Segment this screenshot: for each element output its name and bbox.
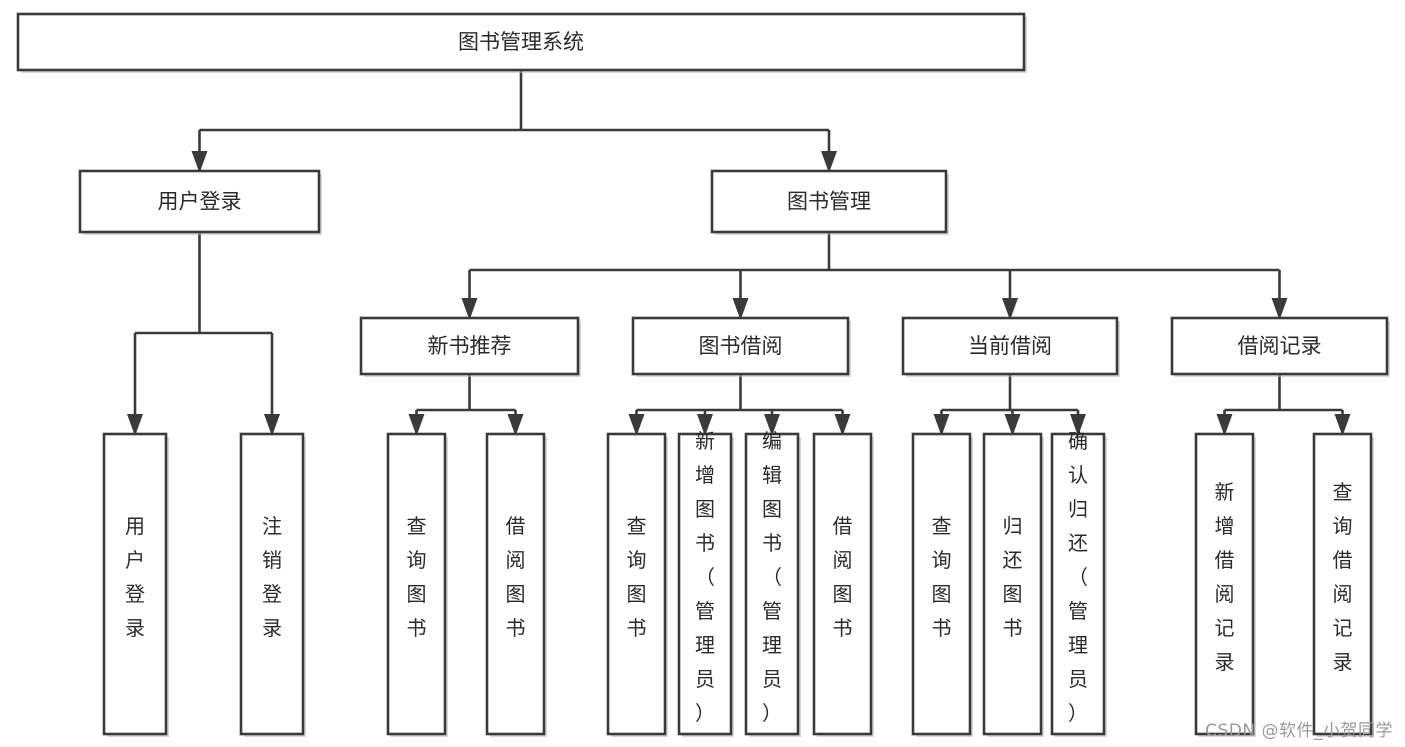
node-new-book-rec[interactable]: 新书推荐 [359, 316, 581, 377]
node-br-query-record[interactable]: 查询借阅记录 [1312, 432, 1374, 737]
node-nbr-query-book[interactable]: 查询图书 [386, 432, 448, 737]
node-box[interactable] [677, 432, 733, 736]
node-box[interactable] [102, 432, 168, 736]
node-label: 借阅图书 [833, 514, 853, 640]
node-book-manage[interactable]: 图书管理 [710, 169, 949, 235]
node-label: 归还图书 [1003, 514, 1023, 640]
node-user-login[interactable]: 用户登录 [78, 169, 322, 235]
node-box[interactable] [901, 316, 1119, 376]
node-cb-query-book[interactable]: 查询图书 [911, 432, 973, 737]
arrow-head-icon-nbr-borrow-book [507, 414, 524, 436]
node-box[interactable] [1312, 432, 1373, 736]
watermark-text: CSDN @软件_小贺同学 [1205, 721, 1393, 741]
node-br-add-record[interactable]: 新增借阅记录 [1194, 432, 1256, 737]
node-label: 当前借阅 [968, 334, 1052, 358]
arrow-head-icon-bb-add-book [697, 414, 713, 436]
arrow-head-icon-nbr-query-book [408, 414, 425, 436]
node-label: 查询图书 [932, 514, 952, 640]
arrow-head-icon-l2-user-logout [264, 414, 280, 436]
arrow-head-icon-new-book-rec [461, 298, 478, 320]
node-box[interactable] [1170, 316, 1389, 376]
node-box[interactable] [812, 432, 873, 736]
arrow-head-icon-l2-user-login [127, 414, 143, 436]
arrow-head-icon-br-query-record [1334, 414, 1351, 436]
arrow-head-icon-borrow-record [1271, 298, 1288, 320]
node-label: 图书管理 [787, 190, 871, 214]
node-label: 图书管理系统 [458, 30, 584, 54]
node-l2-user-login[interactable]: 用户登录 [102, 432, 169, 737]
node-cb-confirm-return[interactable]: 确认归还（管理员） [1050, 429, 1107, 737]
arrow-head-icon-current-borrow [1002, 298, 1018, 320]
node-root[interactable]: 图书管理系统 [16, 12, 1027, 73]
arrow-head-icon-book-manage [821, 151, 837, 173]
arrow-head-icon-cb-return-book [1004, 414, 1021, 436]
node-current-borrow[interactable]: 当前借阅 [901, 316, 1120, 377]
arrow-head-icon-bb-query-book [628, 414, 645, 436]
node-box[interactable] [359, 316, 580, 376]
node-label: 新增图书（管理员） [695, 429, 715, 725]
node-label: 查询借阅记录 [1333, 480, 1353, 674]
node-box[interactable] [982, 432, 1043, 736]
node-box[interactable] [78, 169, 321, 234]
node-label: 查询图书 [627, 514, 647, 640]
node-nbr-borrow-book[interactable]: 借阅图书 [485, 432, 547, 737]
node-label: 新书推荐 [428, 334, 512, 358]
node-box[interactable] [631, 316, 850, 376]
node-box[interactable] [710, 169, 948, 234]
node-label: 编辑图书（管理员） [762, 429, 782, 725]
node-book-borrow[interactable]: 图书借阅 [631, 316, 851, 377]
node-label: 用户登录 [125, 514, 145, 640]
arrow-head-icon-br-add-record [1216, 414, 1233, 436]
node-box[interactable] [911, 432, 972, 736]
node-label: 借阅图书 [506, 514, 526, 640]
arrow-head-icon-cb-confirm-return [1070, 414, 1086, 436]
node-label: 借阅记录 [1238, 334, 1322, 358]
connector-layer [127, 70, 1351, 436]
node-box[interactable] [606, 432, 667, 736]
node-label: 查询图书 [407, 514, 427, 640]
arrow-head-icon-bb-edit-book [764, 414, 780, 436]
arrow-head-icon-bb-borrow-book [834, 414, 851, 436]
node-label: 确认归还（管理员） [1068, 429, 1088, 725]
node-borrow-record[interactable]: 借阅记录 [1170, 316, 1390, 377]
node-bb-edit-book[interactable]: 编辑图书（管理员） [744, 429, 801, 737]
arrow-head-icon-book-borrow [732, 298, 749, 320]
node-box[interactable] [485, 432, 546, 736]
node-bb-borrow-book[interactable]: 借阅图书 [812, 432, 874, 737]
node-box[interactable] [1050, 432, 1106, 736]
node-bb-query-book[interactable]: 查询图书 [606, 432, 668, 737]
arrow-head-icon-cb-query-book [933, 414, 950, 436]
node-label: 新增借阅记录 [1215, 480, 1235, 674]
node-label: 用户登录 [158, 190, 242, 214]
node-box[interactable] [386, 432, 447, 736]
node-layer: 图书管理系统用户登录图书管理新书推荐图书借阅当前借阅借阅记录用户登录注销登录查询… [16, 12, 1390, 737]
arrow-head-icon-user-login [191, 151, 208, 173]
node-box[interactable] [744, 432, 800, 736]
node-box[interactable] [16, 12, 1026, 72]
node-l2-user-logout[interactable]: 注销登录 [239, 432, 306, 737]
node-cb-return-book[interactable]: 归还图书 [982, 432, 1044, 737]
node-box[interactable] [1194, 432, 1255, 736]
node-box[interactable] [239, 432, 305, 736]
node-label: 图书借阅 [699, 334, 783, 358]
node-label: 注销登录 [262, 514, 282, 640]
node-bb-add-book[interactable]: 新增图书（管理员） [677, 429, 734, 737]
